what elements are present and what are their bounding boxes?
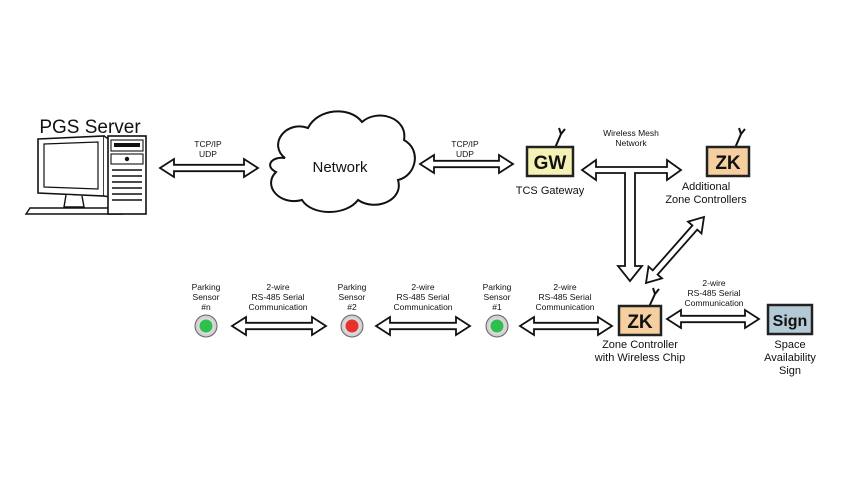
computer-icon	[24, 135, 147, 215]
gateway-badge: GW	[534, 153, 567, 174]
link-text: UDP	[199, 149, 217, 159]
antenna-icon	[648, 287, 660, 308]
network-label: Network	[312, 159, 368, 176]
link-text: 2-wire	[411, 282, 434, 292]
sensor-label-line: #1	[492, 302, 502, 312]
sign-badge: Sign	[773, 313, 808, 330]
link-text: RS-485 Serial	[252, 292, 305, 302]
additional-zk-caption-line: Zone Controllers	[665, 194, 747, 206]
link-label-zk-sign: 2-wire RS-485 Serial Communication	[684, 278, 743, 308]
sensor-label-line: Parking	[192, 282, 221, 292]
double-arrow-diagonal	[644, 215, 706, 285]
link-label-mesh: Wireless Mesh Network	[603, 128, 659, 148]
gateway-device: GW	[525, 127, 575, 178]
server-label: PGS Server	[39, 117, 141, 138]
gateway-caption: TCS Gateway	[516, 185, 585, 197]
link-text: 2-wire	[266, 282, 289, 292]
sign-caption-line: Availability	[764, 352, 816, 364]
sensor-label-line: Sensor	[339, 292, 366, 302]
antenna-icon	[734, 127, 746, 149]
connection-arrows	[158, 153, 761, 337]
sensor-label-line: Sensor	[484, 292, 511, 302]
zone-controller-badge-box	[617, 304, 663, 337]
sign-badge-box	[766, 303, 814, 336]
zone-controller-caption-line: Zone Controller	[602, 339, 678, 351]
link-label-s1-zk: 2-wire RS-485 Serial Communication	[535, 282, 594, 312]
sensor-label-line: #n	[201, 302, 211, 312]
tee-arrow-mesh	[580, 158, 683, 283]
link-text: 2-wire	[553, 282, 576, 292]
sensor-label-line: #2	[347, 302, 357, 312]
link-text: TCP/IP	[194, 139, 222, 149]
link-text: Communication	[684, 298, 743, 308]
sensor-status-light	[199, 319, 213, 333]
parking-sensor-2: Parking Sensor #2	[338, 282, 367, 338]
link-text: 2-wire	[702, 278, 725, 288]
sign-caption-line: Space	[774, 339, 805, 351]
parking-sensor-1: Parking Sensor #1	[483, 282, 512, 338]
link-label-sn-s2: 2-wire RS-485 Serial Communication	[248, 282, 307, 312]
cloud-icon	[269, 110, 416, 213]
additional-zone-controller: ZK	[705, 127, 751, 178]
link-text: Wireless Mesh	[603, 128, 659, 138]
sign-device: Sign	[766, 303, 814, 336]
link-label-server-network: TCP/IP UDP	[194, 139, 222, 159]
double-arrow-s1-zk	[518, 315, 614, 337]
link-text: Network	[615, 138, 647, 148]
double-arrow-server-network	[158, 157, 260, 179]
sensor-label-line: Parking	[483, 282, 512, 292]
link-text: Communication	[393, 302, 452, 312]
sensor-status-light	[345, 319, 359, 333]
link-text: RS-485 Serial	[688, 288, 741, 298]
link-label-s2-s1: 2-wire RS-485 Serial Communication	[393, 282, 452, 312]
link-text: RS-485 Serial	[397, 292, 450, 302]
sensor-status-light	[490, 319, 504, 333]
double-arrow-s2-s1	[374, 315, 472, 337]
link-label-network-gateway: TCP/IP UDP	[451, 139, 479, 159]
link-text: RS-485 Serial	[539, 292, 592, 302]
additional-zk-badge: ZK	[715, 153, 741, 174]
zone-controller-badge: ZK	[627, 312, 653, 333]
additional-zk-badge-box	[705, 145, 751, 178]
link-text: TCP/IP	[451, 139, 479, 149]
double-arrow-zk-sign	[665, 308, 761, 330]
antenna-icon	[554, 127, 566, 149]
zone-controller-device: ZK	[617, 287, 663, 337]
link-text: Communication	[535, 302, 594, 312]
double-arrow-network-gateway	[418, 153, 515, 175]
parking-sensor-n: Parking Sensor #n	[192, 282, 221, 338]
link-text: Communication	[248, 302, 307, 312]
double-arrow-sn-s2	[230, 315, 328, 337]
gateway-badge-box	[525, 145, 575, 178]
sensor-label-line: Parking	[338, 282, 367, 292]
link-text: UDP	[456, 149, 474, 159]
additional-zk-caption-line: Additional	[682, 181, 730, 193]
zone-controller-caption-line: with Wireless Chip	[594, 352, 685, 364]
sign-caption-line: Sign	[779, 365, 801, 377]
sensor-label-line: Sensor	[193, 292, 220, 302]
